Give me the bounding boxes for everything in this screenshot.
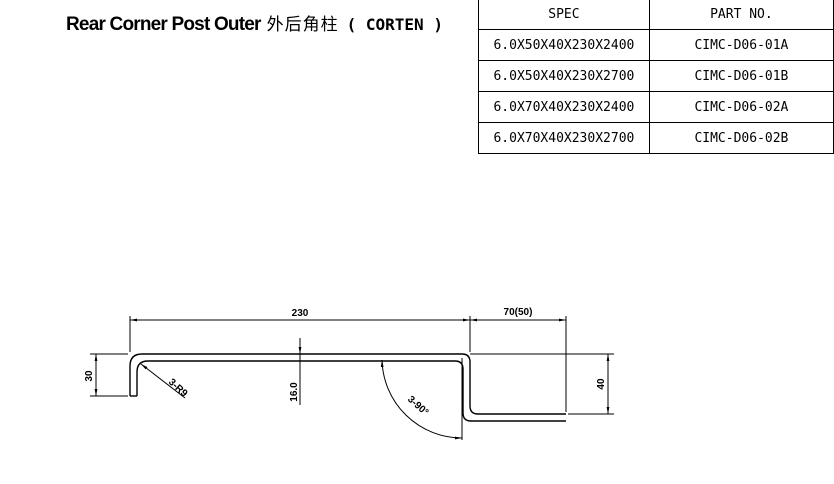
cell-spec: 6.0X70X40X230X2700 [478,122,650,154]
cell-part: CIMC-D06-01A [648,29,834,61]
table-row: 6.0X70X40X230X2400 CIMC-D06-02A [478,91,834,123]
cell-spec: 6.0X50X40X230X2700 [478,60,650,92]
dimension-lines [90,316,614,440]
title-cn: 外后角柱 [266,15,339,35]
profile-inner-line [136,360,566,422]
cell-part: CIMC-D06-01B [648,60,834,92]
profile-outer-line [129,353,566,415]
title-en: Rear Corner Post Outer [66,14,261,35]
cell-spec: 6.0X70X40X230X2400 [478,91,650,123]
dim-radius-label: 3-R9 [166,377,190,400]
dim-70-label: 70(50) [504,307,533,318]
dim-thickness-label: 16.0 [289,382,300,402]
header-spec: SPEC [478,0,650,30]
spec-table: SPEC PART NO. 6.0X50X40X230X2400 CIMC-D0… [478,0,834,154]
dim-230-label: 230 [292,308,309,319]
table-row: 6.0X50X40X230X2400 CIMC-D06-01A [478,29,834,61]
section-profile [129,353,566,422]
dimension-labels: 230 70(50) 30 40 16.0 3-R9 3-90° [84,307,607,418]
dim-40-label: 40 [596,378,607,390]
table-row: 6.0X70X40X230X2700 CIMC-D06-02B [478,122,834,154]
header-part-no: PART NO. [648,0,834,30]
table-row: 6.0X50X40X230X2700 CIMC-D06-01B [478,60,834,92]
dim-30-label: 30 [84,370,95,382]
title-material: ( CORTEN ) [346,15,443,34]
cell-part: CIMC-D06-02B [648,122,834,154]
table-header-row: SPEC PART NO. [478,0,834,30]
dim-angle-label: 3-90° [405,394,430,418]
